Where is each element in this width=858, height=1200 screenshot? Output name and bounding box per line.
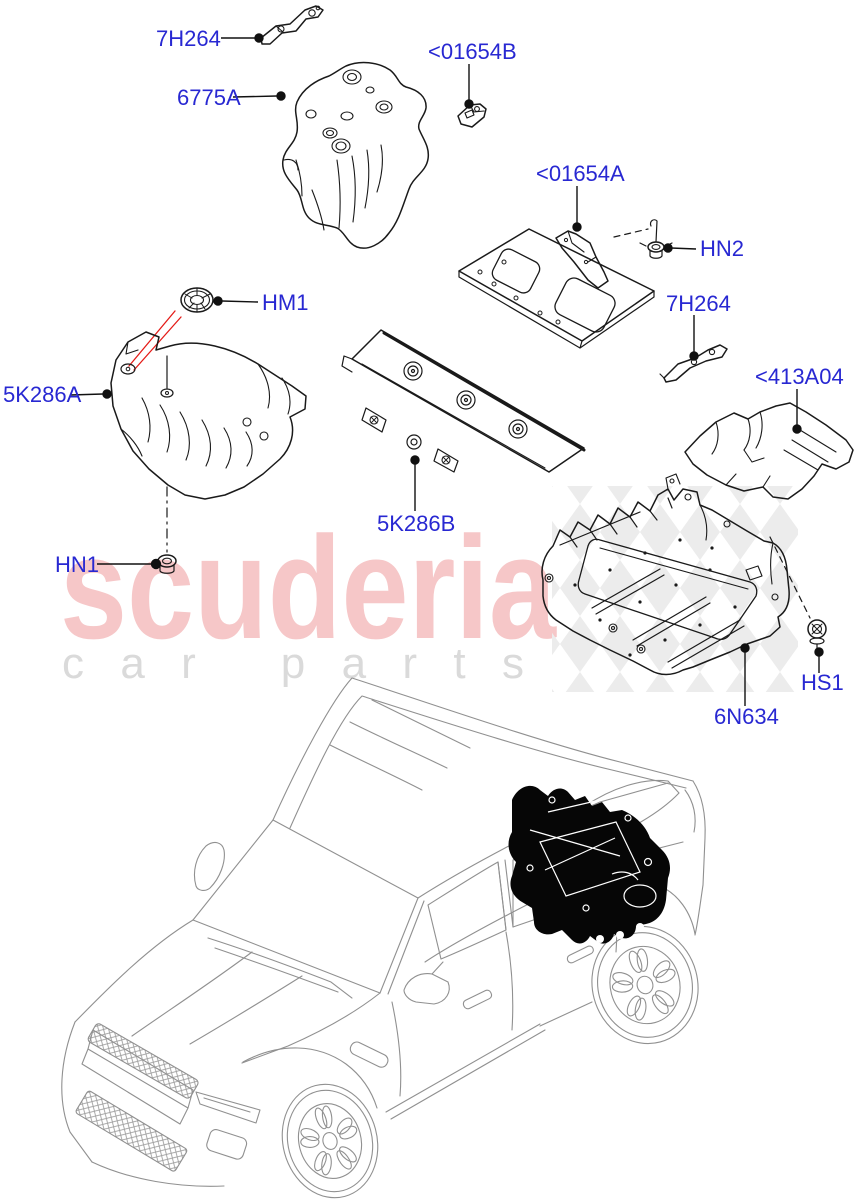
callout-413a04[interactable]: <413A04 (755, 364, 844, 389)
part-nut-hn2 (613, 219, 673, 259)
part-washer-hm1 (180, 287, 214, 313)
callout-5k286b[interactable]: 5K286B (377, 511, 455, 536)
callout-leader-lines (69, 33, 824, 706)
installed-shield-silhouette (508, 785, 670, 944)
callout-6n634[interactable]: 6N634 (714, 704, 779, 729)
red-pointer-lines (128, 310, 182, 371)
watermark-tagline-text: car parts (62, 639, 550, 688)
part-bracket-7h264-top (260, 5, 324, 45)
part-panel-5k286b (341, 329, 586, 473)
vehicle-outline-illustration (61, 677, 712, 1200)
callout-6775a[interactable]: 6775A (177, 85, 241, 110)
part-panel-01654a (458, 228, 655, 349)
callout-hn2[interactable]: HN2 (700, 236, 744, 261)
watermark-brand-text: scuderia (60, 506, 557, 669)
callout-hm1[interactable]: HM1 (262, 290, 308, 315)
part-undershield-6n634 (541, 473, 790, 676)
callout-labels: 7H264 6775A <01654B <01654A HN2 7H264 <4… (3, 26, 844, 729)
callout-hn1[interactable]: HN1 (55, 552, 99, 577)
part-insulator-413a04 (684, 402, 854, 500)
callout-7h264-top[interactable]: 7H264 (156, 26, 221, 51)
callout-hs1[interactable]: HS1 (801, 670, 844, 695)
part-nut-hn1 (157, 554, 177, 574)
part-heat-shield-6775a (281, 61, 430, 249)
callout-01654a[interactable]: <01654A (536, 161, 625, 186)
callout-7h264-mid[interactable]: 7H264 (666, 291, 731, 316)
callout-5k286a[interactable]: 5K286A (3, 382, 82, 407)
watermark-diamond-pattern (552, 486, 798, 692)
callout-01654b[interactable]: <01654B (428, 39, 517, 64)
part-heat-shield-5k286a (110, 331, 307, 553)
